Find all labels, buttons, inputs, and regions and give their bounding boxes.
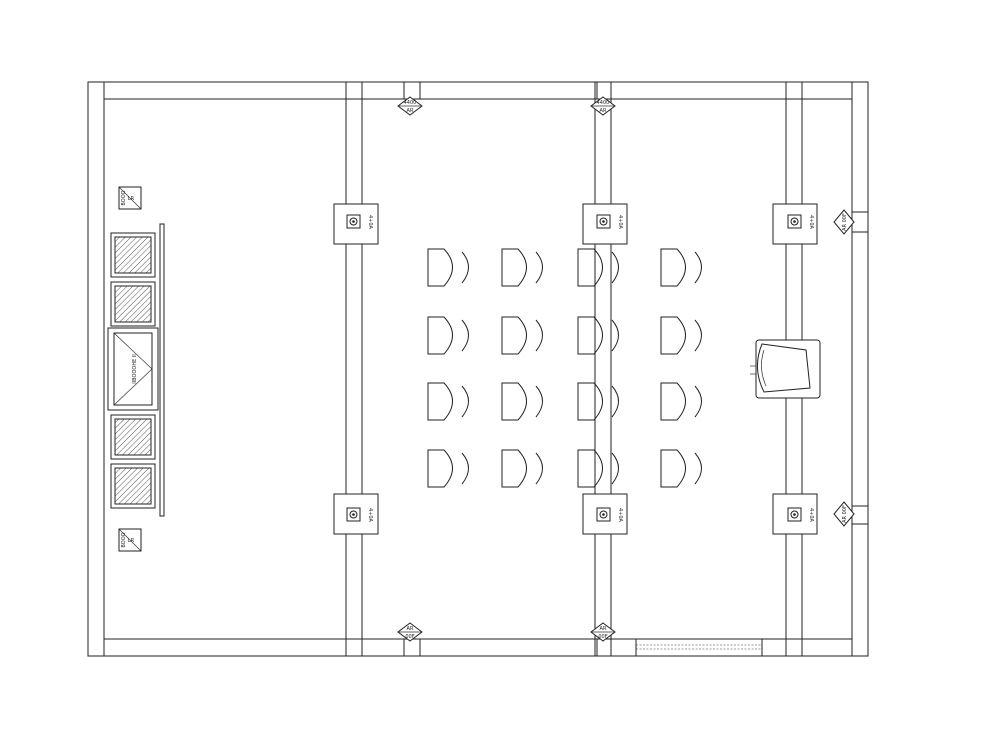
bottom-tag-mid-sub: AR	[600, 626, 607, 632]
bottom-tag-mid-main: 00F	[598, 634, 607, 640]
seat-icon	[501, 449, 543, 488]
speaker-label: 4+0A	[367, 215, 373, 230]
top-tag-mid-sub: AR	[600, 108, 607, 114]
seat-icon	[427, 449, 469, 488]
top-tag-mid: 4400 AR	[590, 96, 616, 116]
seat-icon	[427, 316, 469, 355]
lr-box-bottom: LR BOOO	[118, 528, 142, 552]
seat-icon	[660, 449, 702, 488]
outer-walls	[87, 81, 869, 657]
ceiling-speakers: 4+0A 4+0A 4+0A 4+0A 4+0A	[333, 203, 818, 535]
seat-icon	[660, 248, 702, 287]
seat-icon	[501, 382, 543, 421]
right-tag-lower-text: AR 00F	[842, 505, 848, 523]
seat-icon	[427, 382, 469, 421]
right-tag-upper-text: AR 00F	[842, 213, 848, 231]
presenter-chair-icon	[750, 339, 821, 399]
speaker-icon: 4+0A	[582, 203, 628, 245]
seat-icon	[577, 449, 619, 488]
structural-beams	[345, 82, 803, 656]
wall-speaker-cabinet	[110, 463, 156, 509]
display-screen: IIBOOOHE II	[107, 327, 159, 411]
speaker-label: 4+0A	[617, 215, 623, 230]
top-tag-left-main: 4400	[404, 100, 417, 106]
speaker-label: 4+0A	[808, 215, 814, 230]
lr-box-bottom-label: LR	[128, 538, 135, 544]
seat-icon	[427, 248, 469, 287]
bottom-tag-left: AR 00F	[397, 622, 423, 642]
seat-icon	[501, 316, 543, 355]
lr-box-top-label: LR	[128, 196, 135, 202]
seat-icon	[577, 248, 619, 287]
speaker-icon: 4+0A	[333, 203, 379, 245]
lr-box-bottom-sub: BOOO	[121, 532, 127, 547]
speaker-icon: 4+0A	[333, 493, 379, 535]
lr-box-top-sub: BOOO	[121, 190, 127, 205]
seat-icon	[501, 248, 543, 287]
seat-icon	[577, 382, 619, 421]
speaker-label: 4+0A	[617, 508, 623, 523]
seat-icon	[660, 316, 702, 355]
top-tag-mid-main: 4400	[597, 100, 610, 106]
left-wall-equipment: LR BOOO LR BOOO	[107, 186, 165, 552]
bottom-tag-left-sub: AR	[407, 626, 414, 632]
top-tag-left-sub: AR	[407, 108, 414, 114]
wall-speaker-cabinet	[110, 232, 156, 278]
speaker-label: 4+0A	[367, 508, 373, 523]
door-opening	[635, 638, 763, 657]
bottom-tag-mid: AR 00F	[590, 622, 616, 642]
lr-box-top: LR BOOO	[118, 186, 142, 210]
seat-icon	[660, 382, 702, 421]
wall-speaker-cabinet	[110, 414, 156, 460]
display-screen-label: IIBOOOHE II	[132, 354, 138, 384]
seating-area	[427, 248, 702, 488]
speaker-icon: 4+0A	[772, 203, 818, 245]
speaker-icon: 4+0A	[772, 493, 818, 535]
wall-speaker-cabinet	[110, 281, 156, 327]
seat-icon	[577, 316, 619, 355]
right-tag-lower: AR 00F	[833, 501, 855, 527]
top-tag-left: 4400 AR	[397, 96, 423, 116]
speaker-icon: 4+0A	[582, 493, 628, 535]
speaker-label: 4+0A	[808, 508, 814, 523]
right-tag-upper: AR 00F	[833, 209, 855, 235]
bottom-tag-left-main: 00F	[405, 634, 414, 640]
